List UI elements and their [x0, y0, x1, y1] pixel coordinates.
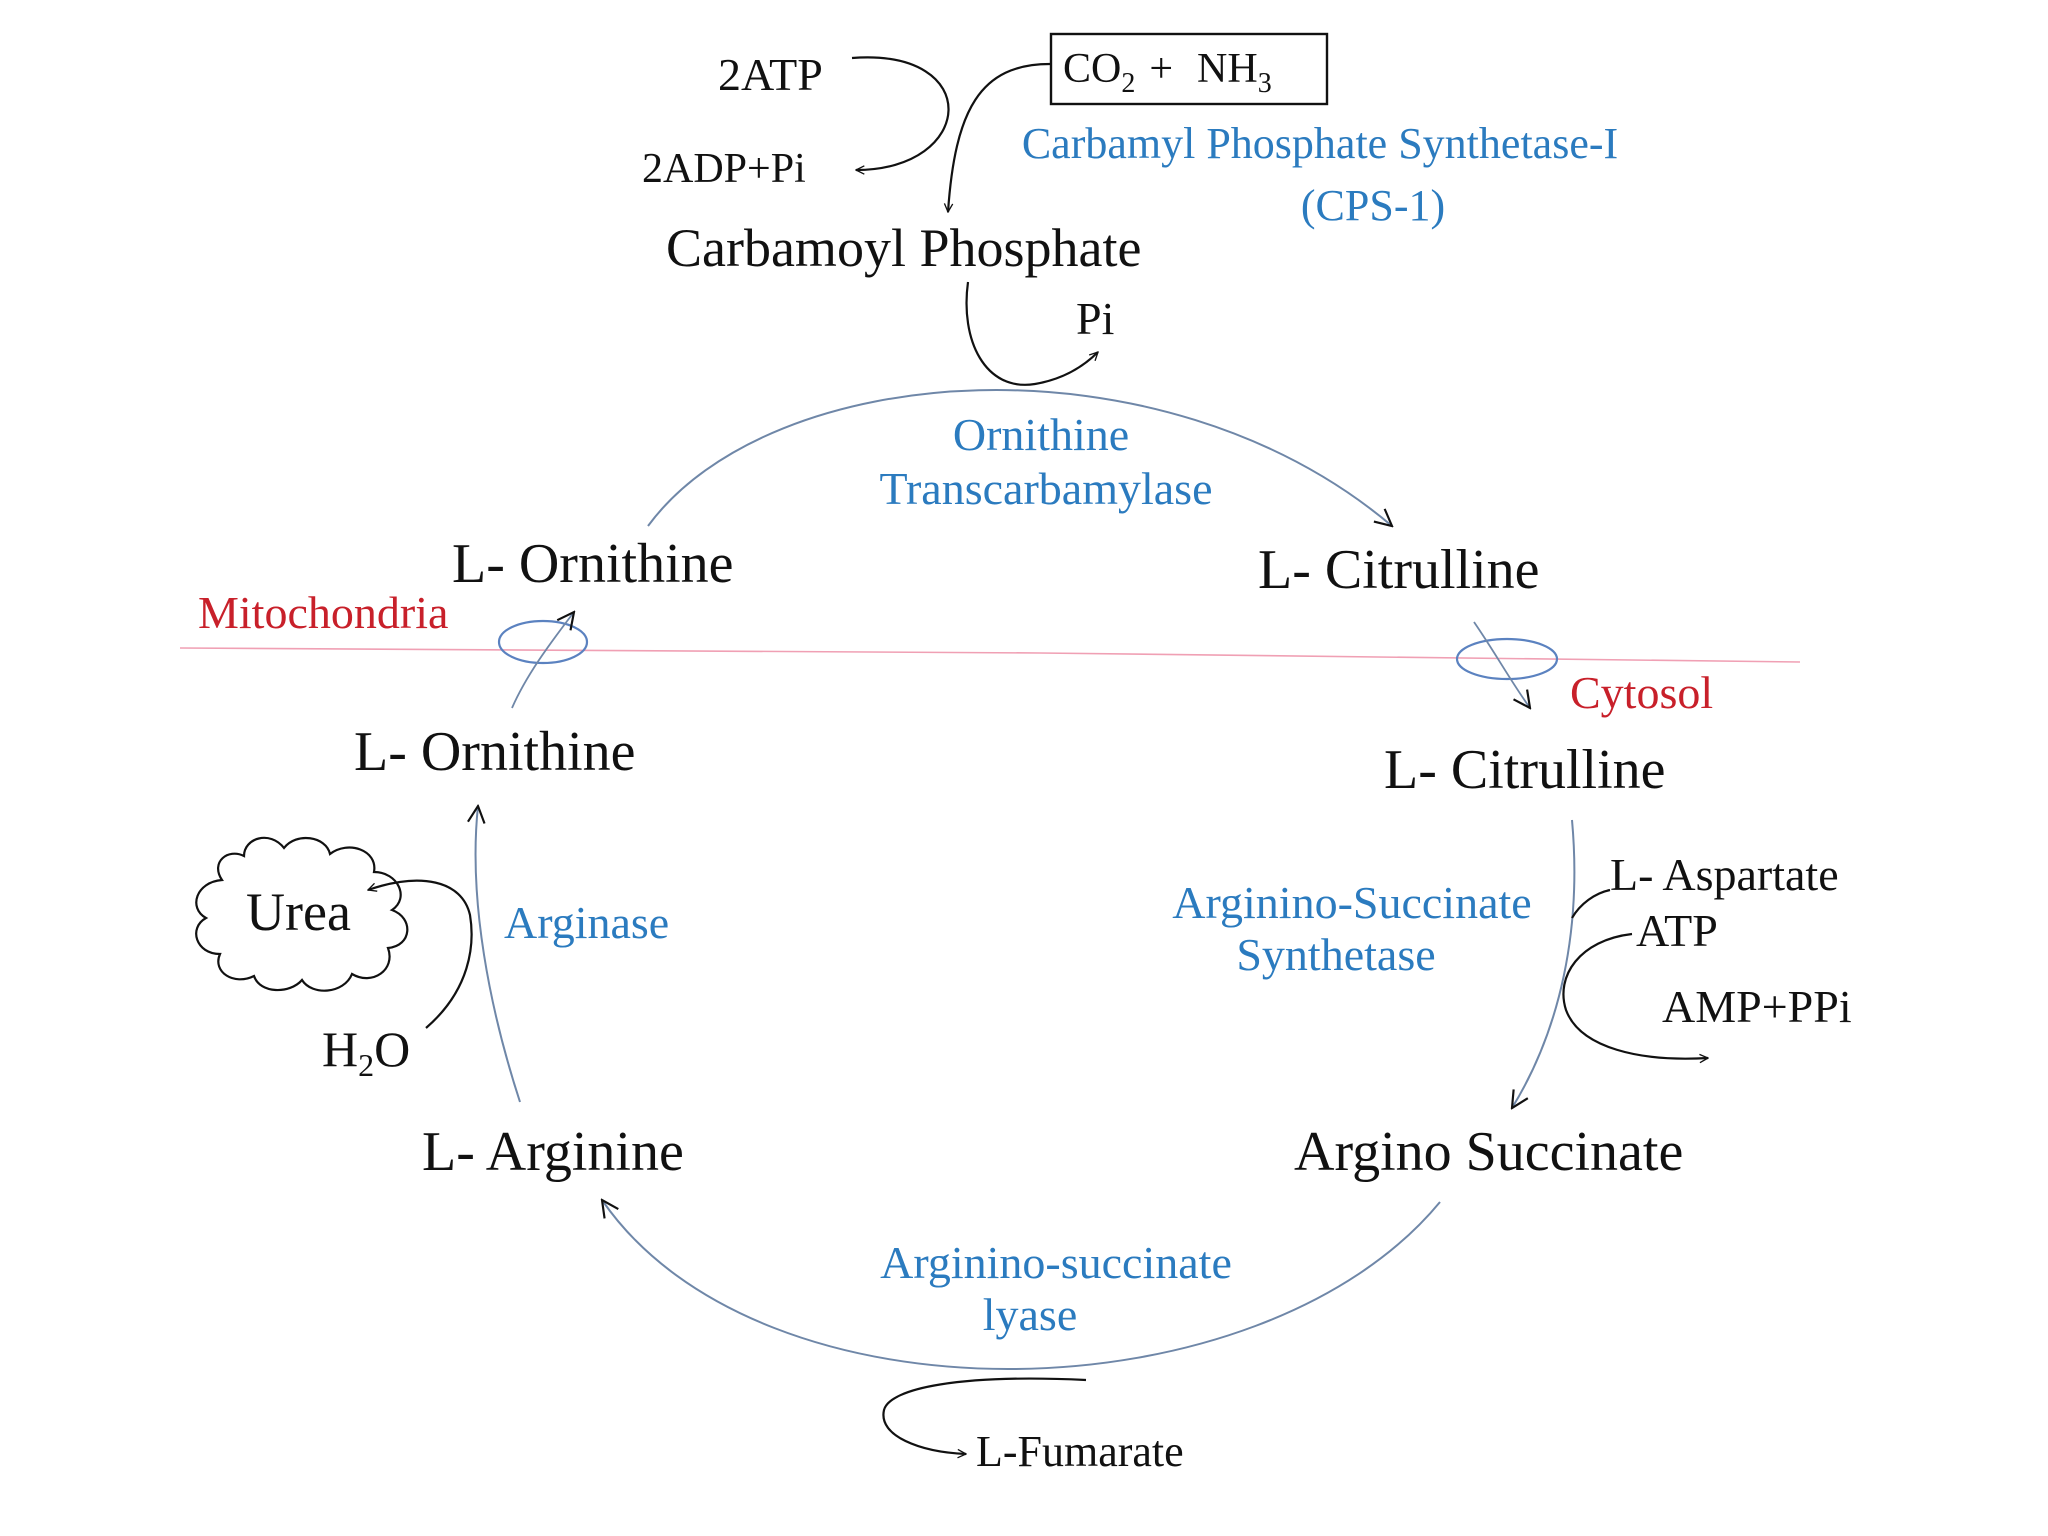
otc-enzyme-line1: Ornithine	[953, 409, 1129, 460]
adp-pi-output-label: 2ADP+Pi	[642, 146, 806, 192]
carbamoyl-phosphate-label: Carbamoyl Phosphate	[666, 218, 1141, 278]
carbamoyl-to-pi-arrow	[965, 281, 1098, 386]
ornithine-to-citrulline-arc	[647, 389, 1392, 526]
co2-to-carbamoyl-arrow	[948, 62, 1051, 212]
fumarate-output-arrow	[882, 1377, 1087, 1454]
ass-enzyme-line2: Synthetase	[1236, 929, 1435, 980]
atp-amp-arrow	[1562, 932, 1708, 1059]
citrulline-transport-arrow	[1473, 621, 1530, 708]
cps1-enzyme-abbrev: (CPS-1)	[1301, 181, 1445, 230]
atp-to-adp-arrow	[851, 56, 950, 170]
mitochondrial-membrane	[179, 647, 1801, 663]
ornithine-transport-arrow	[511, 612, 574, 709]
pi-output-label: Pi	[1076, 293, 1114, 344]
water-input-label: H2O	[322, 1021, 410, 1083]
arginine-to-ornithine-arrow	[476, 806, 521, 1103]
arginine-label: L- Arginine	[422, 1121, 684, 1183]
cytosol-label: Cytosol	[1570, 667, 1713, 718]
citrulline-transporter	[1455, 637, 1559, 681]
co2-label: CO2+NH3	[1063, 46, 1272, 99]
aspartate-input-label: L- Aspartate	[1610, 849, 1839, 900]
citrulline-cyto-label: L- Citrulline	[1384, 739, 1666, 801]
ornithine-cyto-label: L- Ornithine	[354, 721, 635, 783]
fumarate-output-label: L-Fumarate	[976, 1427, 1184, 1476]
atp-input-label: 2ATP	[718, 49, 823, 100]
otc-enzyme-line2: Transcarbamylase	[880, 463, 1213, 514]
amp-ppi-output-label: AMP+PPi	[1662, 981, 1852, 1032]
atp-cyto-input-label: ATP	[1636, 905, 1718, 956]
ornithine-transporter	[497, 619, 589, 665]
ass-enzyme-line1: Arginino-Succinate	[1172, 877, 1531, 928]
water-to-urea-arrow	[368, 879, 473, 1029]
ornithine-mito-label: L- Ornithine	[452, 533, 733, 595]
urea-cloud-icon	[195, 836, 409, 992]
co2-nh3-box	[1049, 32, 1329, 106]
urea-output-label: Urea	[246, 882, 351, 942]
asl-enzyme-line2: lyase	[983, 1289, 1078, 1340]
argino-succinate-to-arginine-arc	[602, 1200, 1441, 1370]
citrulline-mito-label: L- Citrulline	[1258, 539, 1540, 601]
mitochondria-label: Mitochondria	[198, 587, 448, 638]
citrulline-to-argino-succinate-arrow	[1512, 819, 1576, 1108]
argino-succinate-label: Argino Succinate	[1294, 1121, 1683, 1183]
cps1-enzyme-name: Carbamyl Phosphate Synthetase-I	[1022, 119, 1618, 168]
asl-enzyme-line1: Arginino-succinate	[880, 1237, 1232, 1288]
aspartate-entry-line	[1571, 888, 1611, 919]
arginase-enzyme-name: Arginase	[504, 897, 669, 948]
